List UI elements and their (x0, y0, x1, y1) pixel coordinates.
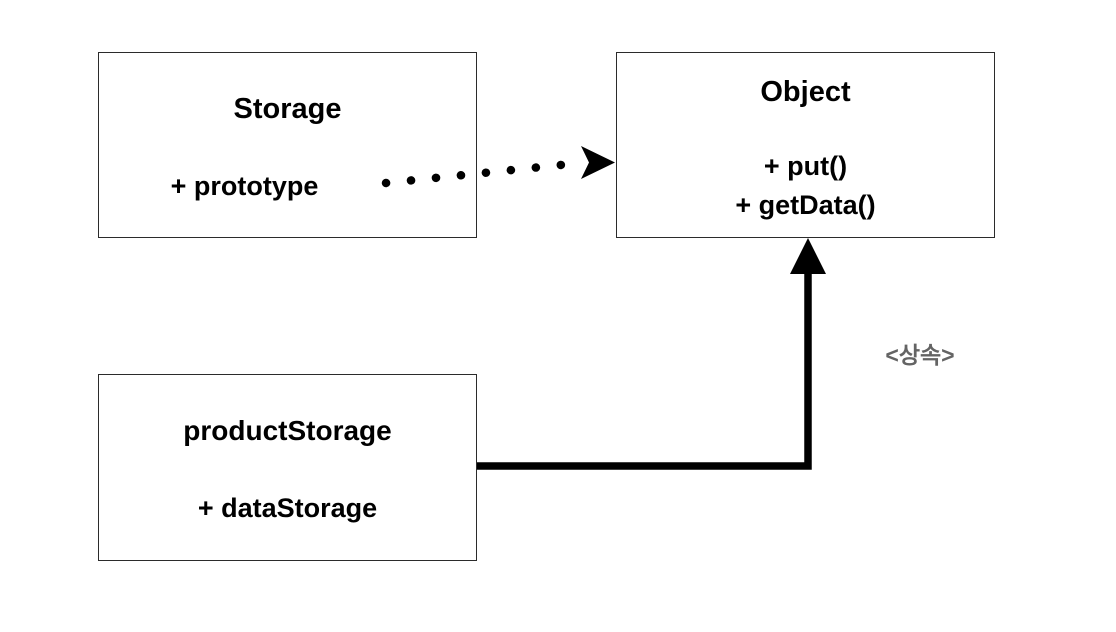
inheritance-elbow-connector (477, 238, 826, 470)
uml-class-box-product-storage[interactable]: productStorage + dataStorage (98, 374, 477, 561)
object-member-getdata: + getData() (735, 190, 876, 220)
object-class-title: Object (760, 76, 851, 108)
prototype-arrowhead-icon (581, 146, 615, 179)
inheritance-elbow-line (477, 262, 812, 470)
product-storage-class-title: productStorage (183, 415, 392, 446)
object-member-put: + put() (763, 151, 848, 181)
inheritance-stereotype-label: <상속> (885, 342, 955, 368)
inheritance-arrowhead-icon (790, 238, 826, 274)
uml-class-box-object[interactable]: Object + put() + getData() (616, 52, 995, 238)
storage-class-title: Storage (233, 93, 342, 125)
product-storage-member-datastorage: + dataStorage (197, 493, 378, 523)
storage-member-prototype: + prototype (170, 171, 319, 201)
uml-class-box-storage[interactable]: Storage + prototype (98, 52, 477, 238)
